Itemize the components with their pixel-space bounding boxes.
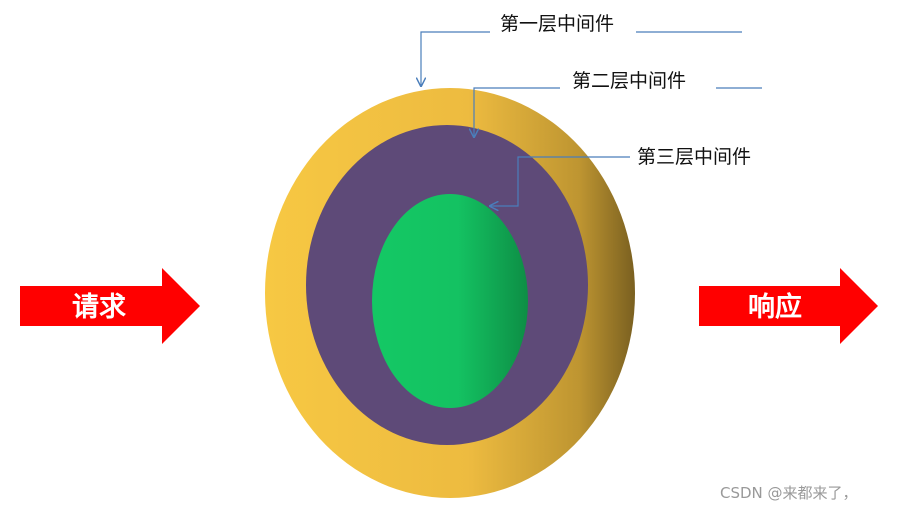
- connector-middle: [474, 87, 762, 137]
- inner-layer-label: 第三层中间件: [637, 146, 751, 168]
- outer-layer-label: 第一层中间件: [500, 13, 614, 35]
- middle-layer-label: 第二层中间件: [572, 70, 686, 92]
- response-arrow: 响应: [699, 268, 878, 344]
- connector-outer: [421, 31, 742, 86]
- inner-middleware-layer: [372, 194, 528, 408]
- csdn-watermark: CSDN @来都来了，: [720, 484, 858, 502]
- request-arrow: 请求: [20, 268, 200, 344]
- connector-inner: [490, 156, 630, 206]
- response-label: 响应: [748, 291, 802, 323]
- request-label: 请求: [72, 292, 126, 323]
